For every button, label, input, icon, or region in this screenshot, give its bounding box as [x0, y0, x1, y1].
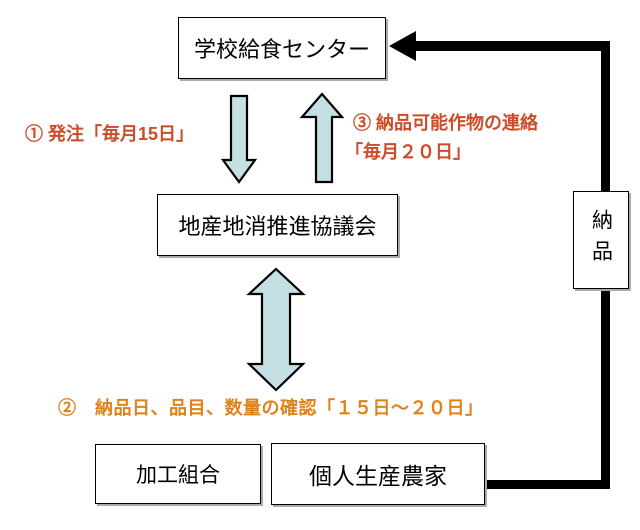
delivery-connector-top-segment: [413, 41, 610, 51]
step3-report-label: ③ 納品可能作物の連絡 「毎月２０日」: [345, 109, 538, 167]
node-processing-union-label: 加工組合: [136, 464, 220, 487]
node-school-lunch-center: 学校給食センター: [178, 17, 386, 79]
node-individual-farmers-label: 個人生産農家: [309, 463, 447, 489]
order-down-arrow-icon: [220, 94, 258, 184]
delivery-arrowhead-icon: [389, 31, 416, 61]
node-individual-farmers: 個人生産農家: [271, 443, 485, 505]
node-delivery-label: 納品: [589, 209, 613, 271]
step3-report-label-line2: 「毎月２０日」: [345, 142, 471, 162]
node-local-consumption-council-label: 地産地消推進協議会: [178, 214, 377, 239]
node-processing-union: 加工組合: [95, 444, 261, 504]
step1-order-label: ① 発注「毎月15日」: [25, 124, 195, 144]
step3-report-label-line1: ③ 納品可能作物の連絡: [353, 113, 538, 133]
step2-confirmation-label: ② 納品日、品目、数量の確認「１５日～２０日」: [58, 398, 484, 418]
report-up-arrow-icon: [299, 92, 345, 184]
node-school-lunch-center-label: 学校給食センター: [193, 37, 370, 62]
node-local-consumption-council: 地産地消推進協議会: [157, 194, 398, 256]
confirmation-double-arrow-icon: [246, 267, 306, 392]
delivery-connector-bottom-segment: [485, 480, 610, 489]
node-delivery: 納品: [573, 191, 629, 289]
